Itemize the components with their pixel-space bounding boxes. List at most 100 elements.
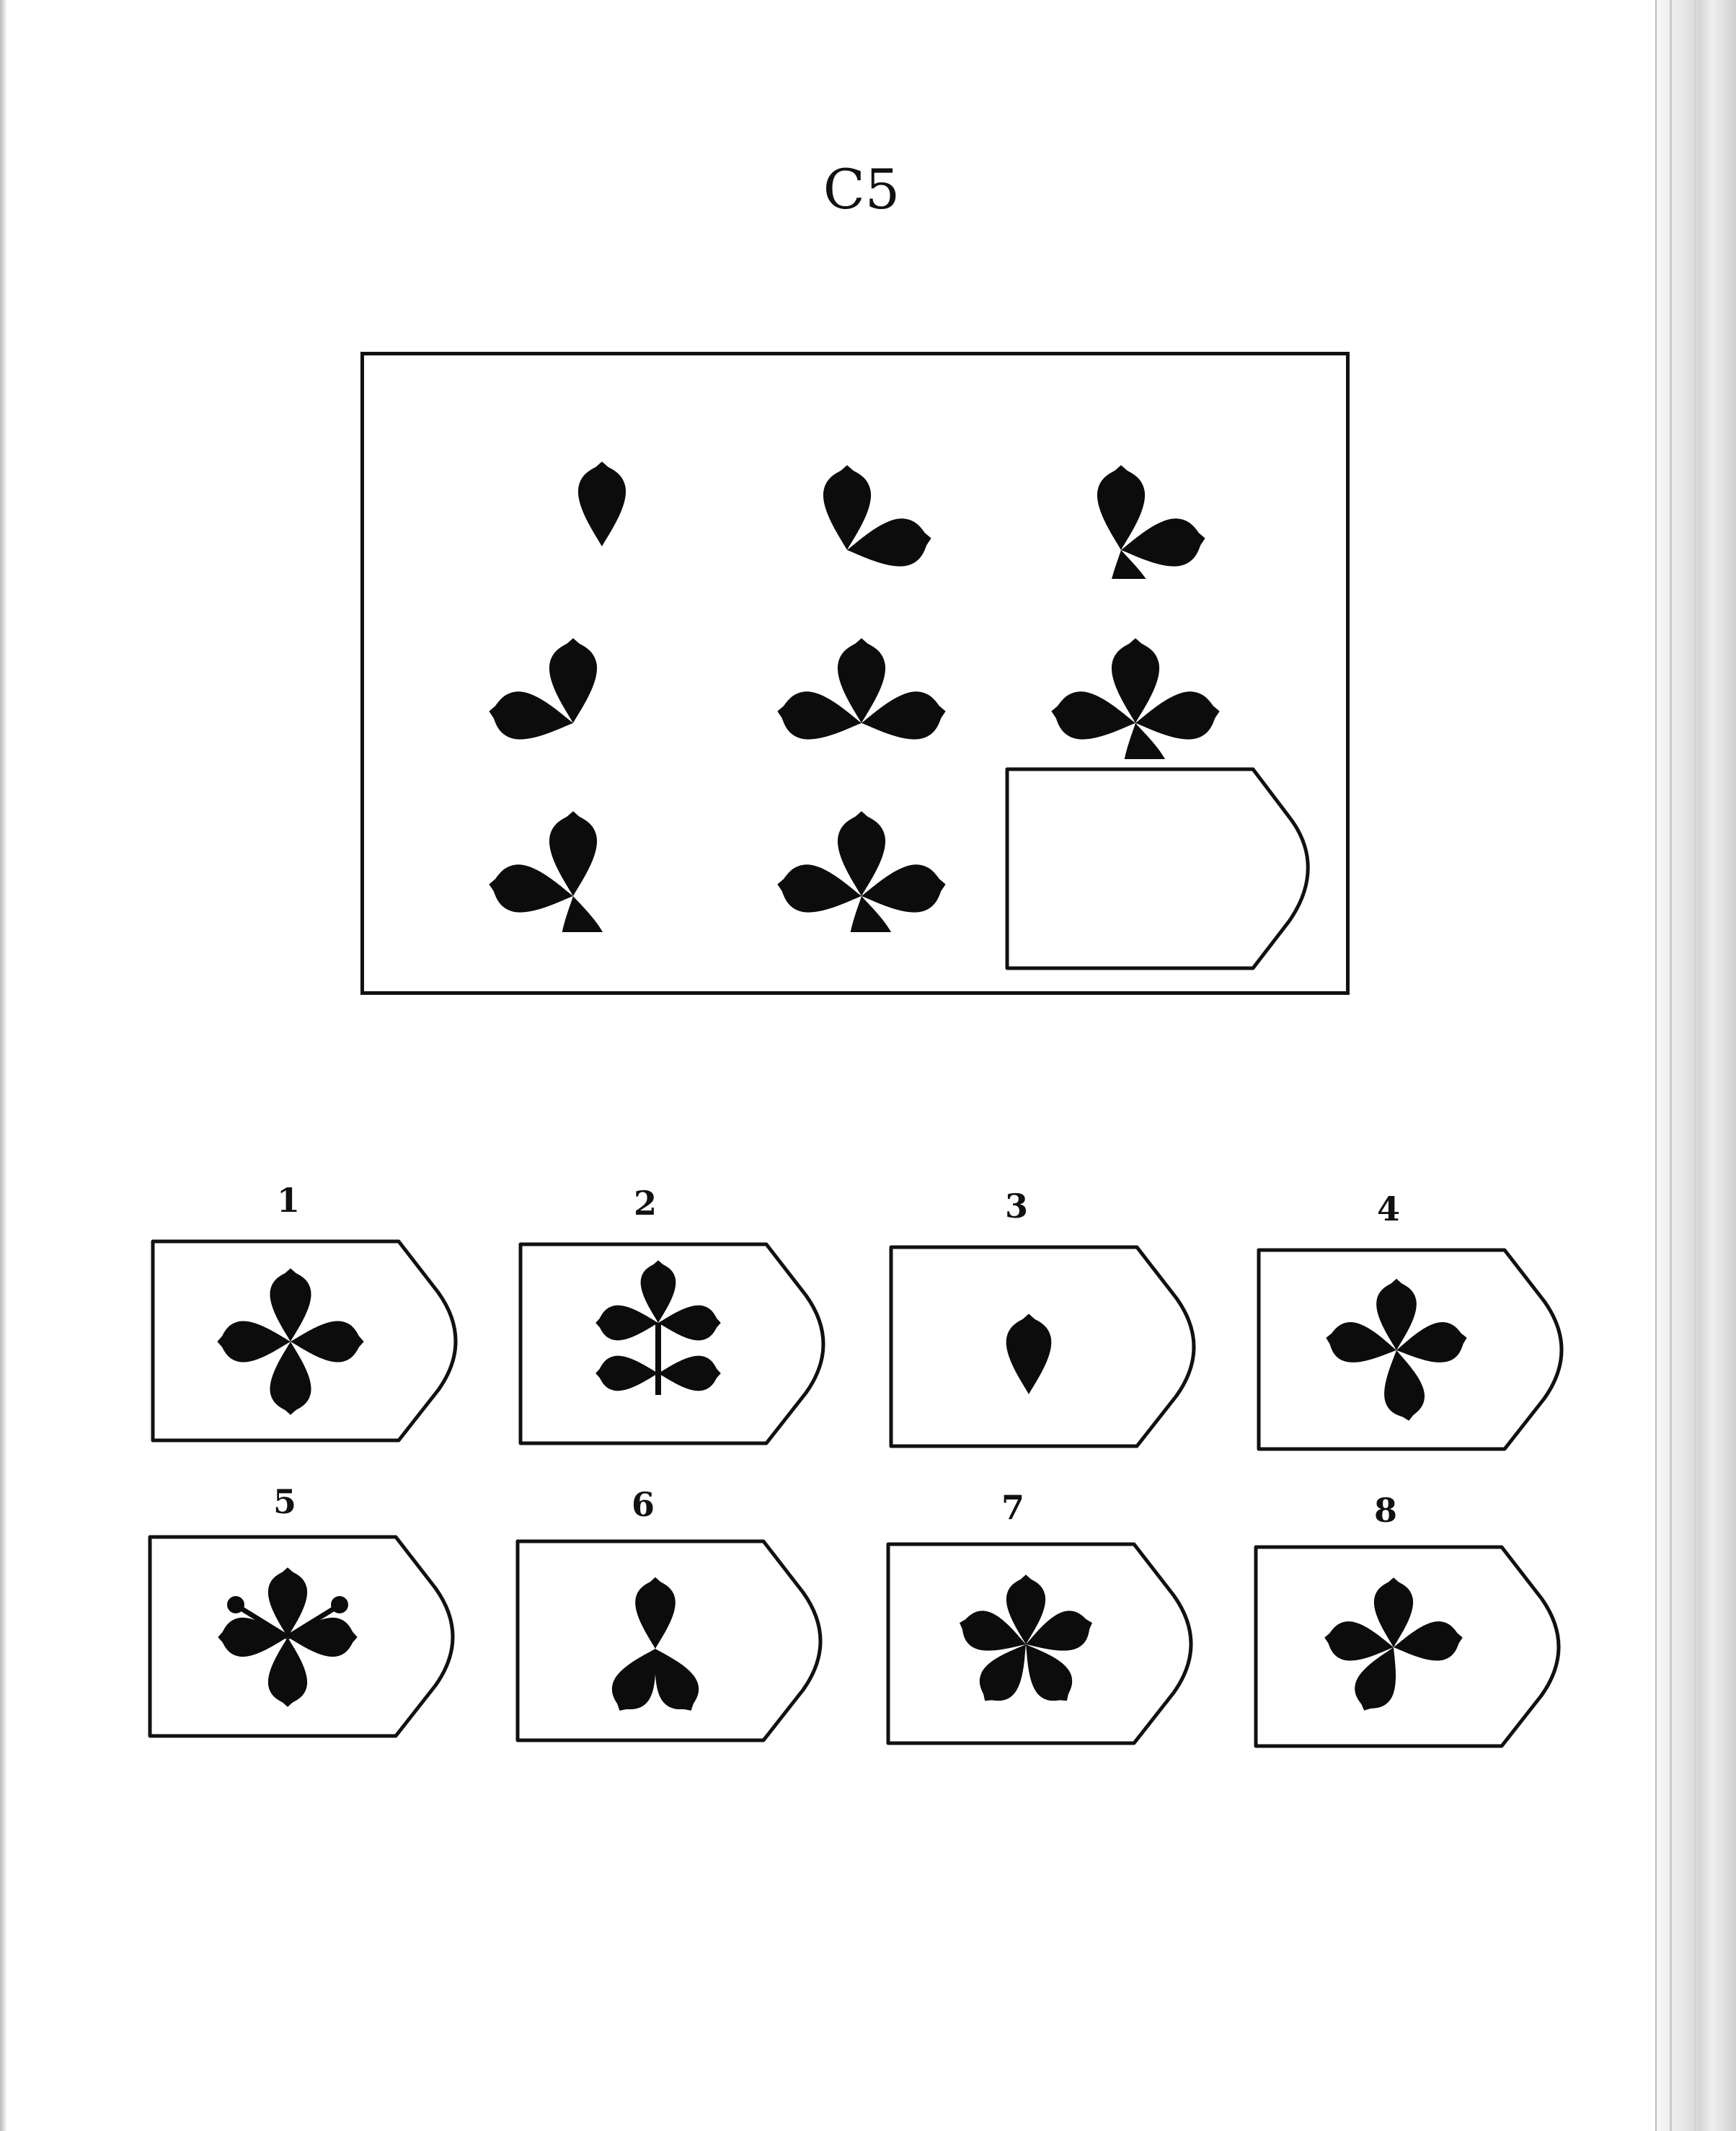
option-figure bbox=[218, 1567, 358, 1707]
flower-figure bbox=[489, 638, 598, 740]
option-figure bbox=[1326, 1278, 1467, 1421]
answer-option-3[interactable] bbox=[888, 1244, 1213, 1453]
empty-slot-shape bbox=[1005, 767, 1310, 970]
stem bbox=[655, 1323, 661, 1395]
petal-1 bbox=[1006, 1574, 1046, 1644]
option-number-2: 2 bbox=[633, 1184, 657, 1223]
answer-option-7[interactable] bbox=[885, 1541, 1210, 1750]
petal-up bbox=[1376, 1278, 1417, 1350]
matrix-cell-2 bbox=[725, 413, 970, 586]
petal-up bbox=[270, 1268, 311, 1342]
petal-up bbox=[1097, 465, 1146, 550]
option-number-3: 3 bbox=[1004, 1187, 1028, 1226]
option-card-outline bbox=[515, 1539, 823, 1742]
flower-figure bbox=[577, 461, 626, 546]
option-card bbox=[886, 1542, 1193, 1745]
missing-piece-slot bbox=[1004, 766, 1336, 975]
flower-figure bbox=[777, 638, 946, 740]
matrix-cell-5 bbox=[739, 586, 984, 759]
option-card bbox=[515, 1539, 823, 1742]
petal-up bbox=[837, 811, 886, 896]
petal-down bbox=[1122, 723, 1171, 759]
stamen bbox=[237, 1605, 289, 1639]
matrix-cell-3 bbox=[998, 406, 1244, 579]
petal-up bbox=[640, 1260, 676, 1323]
option-card bbox=[889, 1245, 1196, 1448]
petal-left bbox=[489, 691, 573, 740]
option-figure bbox=[217, 1268, 364, 1415]
option-card bbox=[518, 1242, 825, 1445]
flower-figure bbox=[1097, 465, 1205, 579]
answer-option-4[interactable] bbox=[1256, 1247, 1580, 1456]
matrix-cell-6 bbox=[1013, 586, 1258, 759]
petal-left bbox=[217, 1321, 291, 1363]
option-figure bbox=[1006, 1313, 1052, 1394]
petal-left bbox=[489, 864, 573, 913]
option-figure bbox=[611, 1577, 699, 1711]
matrix-cell-1 bbox=[479, 413, 725, 586]
option-number-6: 6 bbox=[631, 1485, 655, 1524]
petal-up bbox=[635, 1577, 676, 1649]
answer-option-5[interactable] bbox=[147, 1534, 471, 1743]
option-number-5: 5 bbox=[273, 1482, 296, 1521]
option-card bbox=[1257, 1248, 1564, 1451]
page-left-shadow bbox=[0, 0, 7, 2131]
stamen-tip bbox=[331, 1596, 348, 1613]
option-number-8: 8 bbox=[1373, 1491, 1397, 1530]
petal-right bbox=[1121, 518, 1205, 567]
answer-option-1[interactable] bbox=[150, 1239, 474, 1448]
petal-right bbox=[862, 864, 946, 913]
page-edge bbox=[1655, 0, 1736, 2131]
stamen bbox=[286, 1605, 338, 1639]
petal-up bbox=[1006, 1313, 1052, 1394]
petal-up bbox=[837, 638, 886, 723]
petal-right bbox=[862, 691, 946, 740]
petal-left bbox=[1326, 1321, 1396, 1363]
option-card-outline bbox=[518, 1242, 825, 1445]
petal-up bbox=[1373, 1577, 1414, 1647]
petal-up bbox=[549, 638, 598, 723]
petal-3 bbox=[1026, 1644, 1073, 1701]
petal-up bbox=[549, 811, 598, 896]
petal-4 bbox=[979, 1644, 1026, 1701]
petal-down bbox=[270, 1342, 311, 1415]
flower-figure bbox=[777, 811, 946, 932]
stamen-tip bbox=[227, 1596, 244, 1613]
petal-up bbox=[577, 461, 626, 546]
petal-right bbox=[1394, 1621, 1463, 1661]
flower-figure bbox=[823, 465, 931, 567]
petal-up bbox=[1111, 638, 1160, 723]
petal-left bbox=[595, 1305, 658, 1341]
petal-right bbox=[291, 1321, 364, 1363]
option-figure bbox=[595, 1260, 721, 1395]
petal-left bbox=[1051, 691, 1135, 740]
problem-matrix bbox=[360, 352, 1350, 995]
petal-right bbox=[847, 518, 931, 567]
petal-down bbox=[267, 1637, 308, 1707]
petal-down bbox=[1384, 1350, 1425, 1421]
answer-option-2[interactable] bbox=[518, 1241, 842, 1450]
petal-5 bbox=[960, 1611, 1026, 1651]
option-card bbox=[1254, 1545, 1561, 1748]
matrix-cell-7 bbox=[451, 759, 696, 932]
petal-down bbox=[849, 896, 897, 932]
option-number-7: 7 bbox=[1001, 1488, 1024, 1527]
petal-left bbox=[595, 1355, 658, 1391]
petal-left bbox=[777, 864, 862, 913]
petal-down-right bbox=[655, 1649, 699, 1711]
flower-figure bbox=[489, 811, 608, 932]
option-number-1: 1 bbox=[276, 1181, 300, 1220]
flower-figure bbox=[1051, 638, 1220, 759]
petal-down bbox=[1355, 1647, 1396, 1711]
petal-up bbox=[823, 465, 872, 550]
matrix-cell-4 bbox=[451, 586, 696, 759]
petal-down bbox=[560, 896, 608, 932]
petal-right bbox=[658, 1355, 721, 1391]
empty-slot-outline bbox=[1005, 767, 1310, 970]
option-card bbox=[148, 1535, 455, 1738]
answer-option-8[interactable] bbox=[1253, 1544, 1577, 1753]
option-figure bbox=[960, 1574, 1092, 1701]
petal-left bbox=[1324, 1621, 1394, 1661]
answer-option-6[interactable] bbox=[515, 1538, 839, 1747]
petal-left bbox=[777, 691, 862, 740]
